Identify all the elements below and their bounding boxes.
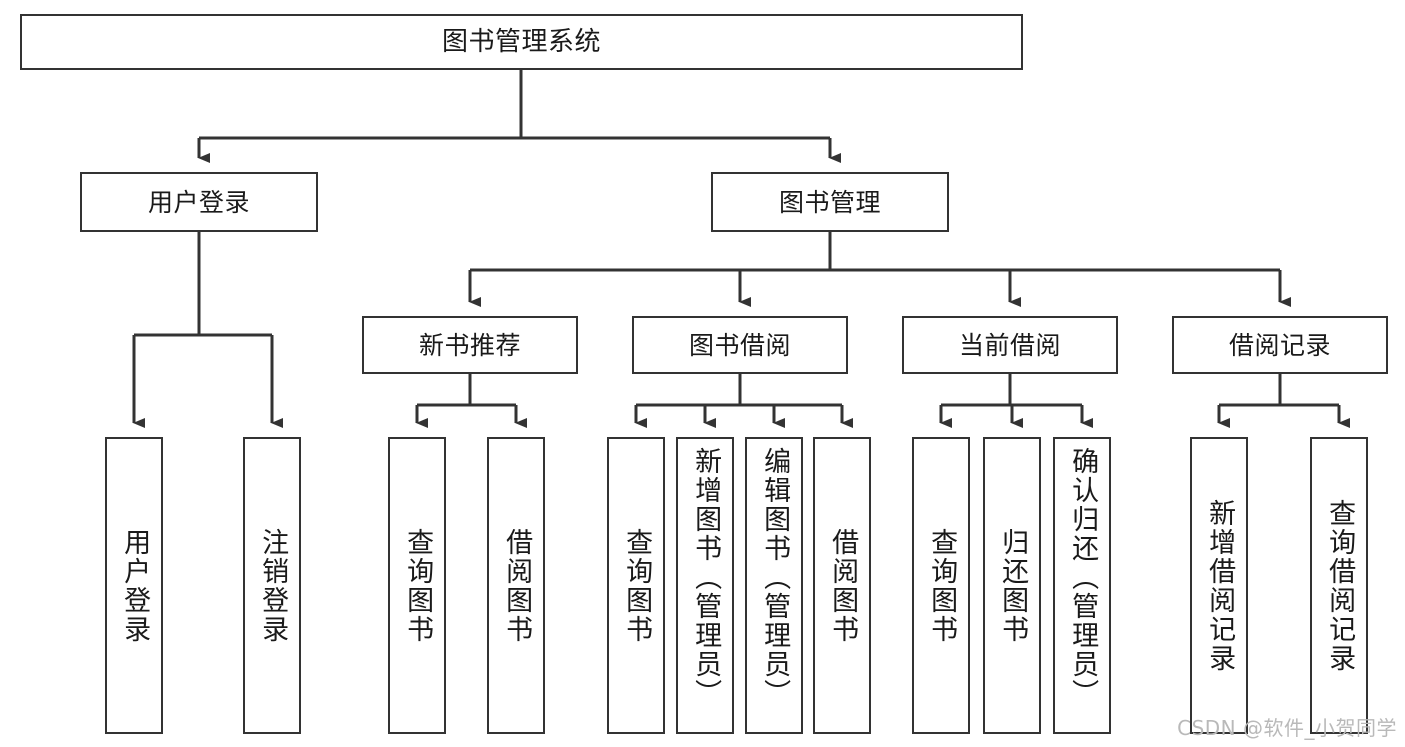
node-user-login-label: 用户登录 [147, 187, 250, 217]
node-book-borrow-label: 图书借阅 [688, 330, 791, 360]
leaf-query-book-borrow[interactable]: 查询图书 [607, 437, 665, 734]
node-book-borrow[interactable]: 图书借阅 [632, 316, 848, 374]
leaf-user-login[interactable]: 用户登录 [105, 437, 163, 734]
leaf-return-book-label: 归还图书 [997, 527, 1029, 644]
leaf-edit-book-admin-label: 编辑图书（管理员） [759, 447, 791, 708]
node-user-login[interactable]: 用户登录 [80, 172, 318, 232]
leaf-add-borrow-record-label: 新增借阅记录 [1204, 498, 1236, 673]
leaf-logout-label: 注销登录 [257, 527, 289, 644]
node-book-management-label: 图书管理 [778, 187, 881, 217]
node-new-book-recommend-label: 新书推荐 [418, 330, 521, 360]
leaf-query-book-current[interactable]: 查询图书 [912, 437, 970, 734]
node-root-label: 图书管理系统 [441, 27, 601, 57]
leaf-return-book[interactable]: 归还图书 [983, 437, 1041, 734]
leaf-borrow-book-newbook-label: 借阅图书 [501, 527, 533, 644]
node-book-management[interactable]: 图书管理 [711, 172, 949, 232]
leaf-confirm-return-admin[interactable]: 确认归还（管理员） [1053, 437, 1111, 734]
watermark-text: CSDN @软件_小贺同学 [1177, 716, 1397, 740]
leaf-query-book-current-label: 查询图书 [926, 527, 958, 644]
leaf-add-book-admin-label: 新增图书（管理员） [690, 447, 722, 708]
leaf-query-borrow-record[interactable]: 查询借阅记录 [1310, 437, 1368, 734]
leaf-confirm-return-admin-label: 确认归还（管理员） [1067, 447, 1099, 708]
leaf-query-borrow-record-label: 查询借阅记录 [1324, 498, 1356, 673]
node-borrow-record-label: 借阅记录 [1228, 330, 1331, 360]
leaf-borrow-book-newbook[interactable]: 借阅图书 [487, 437, 545, 734]
node-new-book-recommend[interactable]: 新书推荐 [362, 316, 578, 374]
leaf-add-borrow-record[interactable]: 新增借阅记录 [1190, 437, 1248, 734]
leaf-logout[interactable]: 注销登录 [243, 437, 301, 734]
leaf-edit-book-admin[interactable]: 编辑图书（管理员） [745, 437, 803, 734]
node-current-borrow-label: 当前借阅 [958, 330, 1061, 360]
leaf-query-book-newbook[interactable]: 查询图书 [388, 437, 446, 734]
leaf-query-book-newbook-label: 查询图书 [402, 527, 434, 644]
leaf-query-book-borrow-label: 查询图书 [621, 527, 653, 644]
leaf-user-login-label: 用户登录 [119, 527, 151, 644]
leaf-borrow-book[interactable]: 借阅图书 [813, 437, 871, 734]
node-borrow-record[interactable]: 借阅记录 [1172, 316, 1388, 374]
leaf-borrow-book-label: 借阅图书 [827, 527, 859, 644]
node-root[interactable]: 图书管理系统 [20, 14, 1023, 70]
leaf-add-book-admin[interactable]: 新增图书（管理员） [676, 437, 734, 734]
node-current-borrow[interactable]: 当前借阅 [902, 316, 1118, 374]
